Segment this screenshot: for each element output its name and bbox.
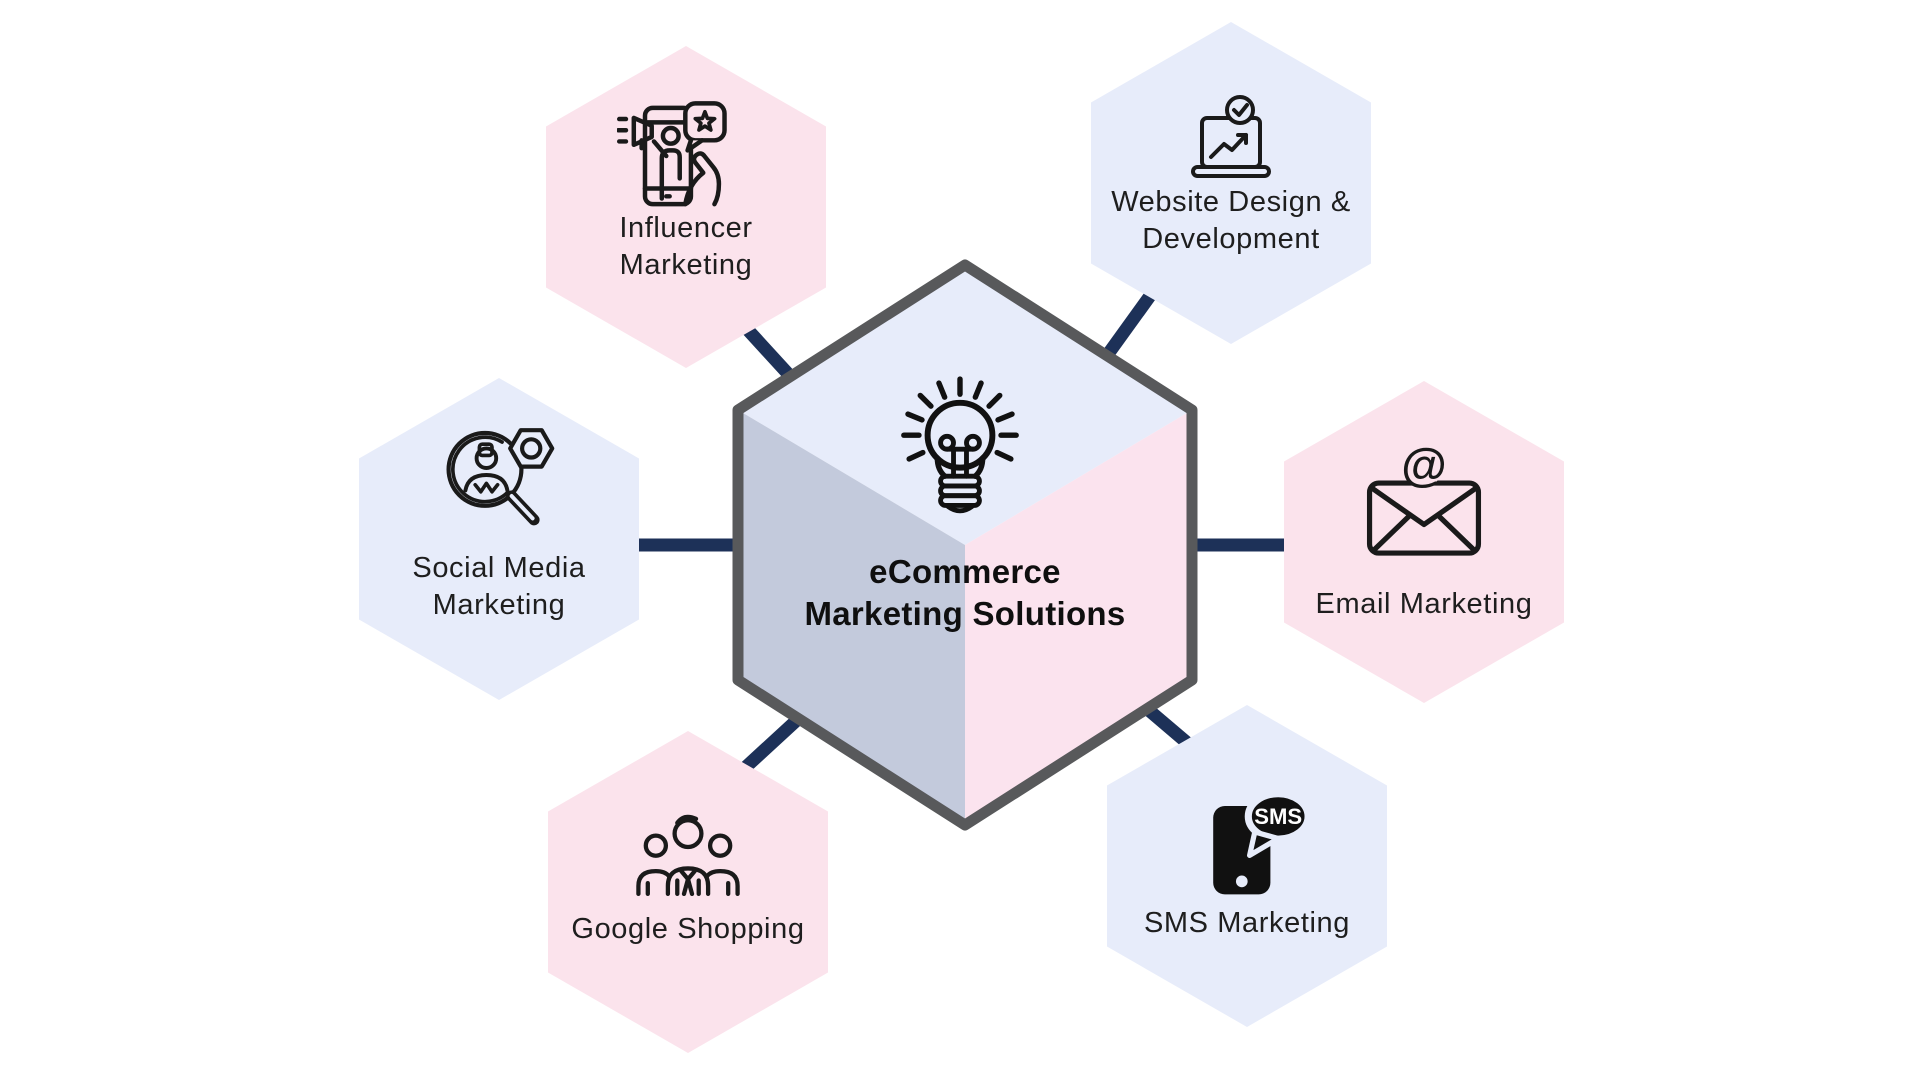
sms-bubble-text: SMS — [1254, 804, 1302, 829]
hexagon-email-marketing: @ Email Marketing — [1284, 381, 1564, 703]
node-label: Social Media Marketing — [359, 550, 639, 624]
node-label-line: Marketing — [619, 249, 753, 281]
hexagon-sms-marketing: SMS SMS Marketing — [1107, 705, 1387, 1027]
email-at-icon: @ — [1366, 439, 1482, 556]
node-label: Google Shopping — [548, 911, 828, 948]
node-label-line: Marketing — [432, 589, 566, 621]
node-label-line: Development — [1142, 223, 1320, 255]
speech-bubble-tail — [1247, 829, 1281, 858]
hexagon-influencer-marketing: Influencer Marketing — [546, 46, 826, 368]
node-label-line: Influencer — [619, 212, 753, 244]
node-label: Influencer Marketing — [546, 210, 826, 284]
hexagon-website-design-development: Website Design & Development — [1091, 22, 1371, 344]
node-label: Website Design & Development — [1091, 184, 1371, 258]
node-label-line: Google Shopping — [571, 913, 805, 945]
sms-phone-icon: SMS — [1213, 790, 1312, 895]
node-label: Email Marketing — [1284, 586, 1564, 623]
node-label-line: SMS Marketing — [1143, 907, 1351, 939]
website-development-icon — [1191, 95, 1271, 178]
node-label: SMS Marketing — [1107, 905, 1387, 942]
node-label-line: Email Marketing — [1315, 588, 1533, 620]
cube-top-face — [738, 265, 1192, 545]
diagram-title-line: Marketing Solutions — [804, 595, 1126, 632]
idea-rays — [901, 376, 1019, 462]
shoppers-group-icon — [636, 814, 740, 897]
node-label-line: Social Media — [412, 552, 586, 584]
connector-google — [730, 692, 827, 782]
cube-border — [732, 259, 1198, 831]
lightbulb-idea-icon — [901, 376, 1019, 514]
phone-home-button — [1235, 875, 1248, 888]
node-label-line: Website Design & — [1111, 186, 1351, 218]
hexagon-social-media-marketing: Social Media Marketing — [359, 378, 639, 700]
influencer-marketing-icon — [617, 101, 727, 207]
social-media-search-icon — [446, 428, 555, 526]
diagram-title-line: eCommerce — [869, 553, 1061, 590]
diagram-title: eCommerce Marketing Solutions — [740, 551, 1190, 635]
at-glyph: @ — [1401, 439, 1447, 490]
hexagon-google-shopping: Google Shopping — [548, 731, 828, 1053]
